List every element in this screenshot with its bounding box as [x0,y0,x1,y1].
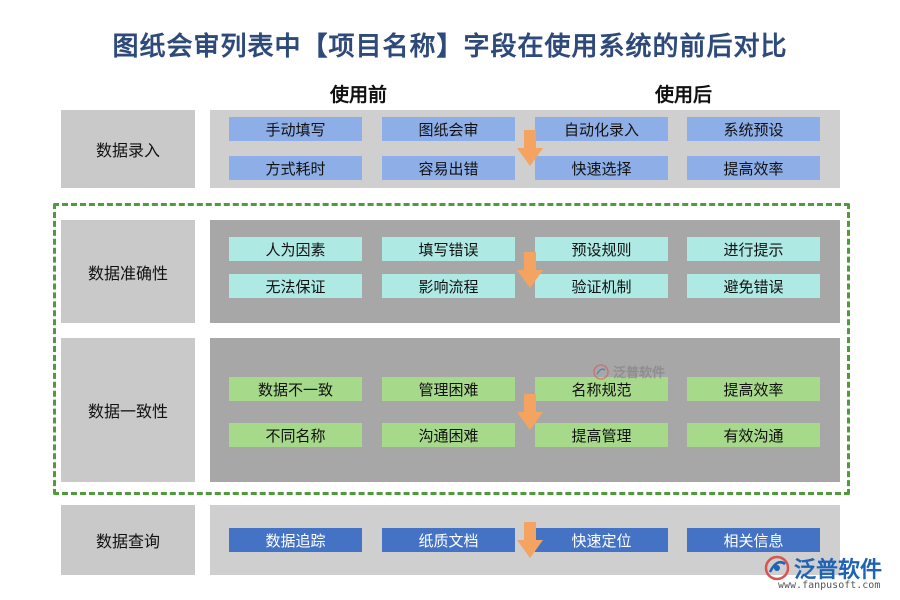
before-item: 人为因素 [229,237,362,261]
row-label-consistency: 数据一致性 [61,338,195,482]
column-header-before: 使用前 [330,84,388,106]
before-item: 图纸会审 [382,117,515,141]
after-item: 预设规则 [535,237,668,261]
before-item: 数据不一致 [229,377,362,401]
after-item: 提高效率 [687,377,820,401]
logo-name: 泛普软件 [794,558,883,583]
after-item: 名称规范 [535,377,668,401]
watermark: 泛普软件 [593,362,665,381]
row-panel-accuracy: 人为因素 填写错误 无法保证 影响流程 预设规则 进行提示 验证机制 避免错误 [210,220,840,323]
row-panel-consistency: 数据不一致 管理困难 不同名称 沟通困难 名称规范 提高效率 提高管理 有效沟通 [210,338,840,482]
after-item: 进行提示 [687,237,820,261]
after-item: 自动化录入 [535,117,668,141]
down-arrow-icon [517,130,543,166]
after-item: 提高效率 [687,156,820,180]
after-item: 快速定位 [535,528,668,552]
row-panel-query: 数据追踪 纸质文档 快速定位 相关信息 [210,505,840,575]
fanpu-watermark-icon [593,363,609,380]
after-item: 快速选择 [535,156,668,180]
after-item: 系统预设 [687,117,820,141]
down-arrow-icon [517,252,543,288]
fanpu-logo-icon [764,555,790,581]
row-label-data-entry: 数据录入 [61,110,195,188]
before-item: 容易出错 [382,156,515,180]
after-item: 避免错误 [687,274,820,298]
before-item: 填写错误 [382,237,515,261]
before-item: 影响流程 [382,274,515,298]
logo-url: www.fanpusoft.com [778,580,881,591]
after-item: 验证机制 [535,274,668,298]
before-item: 手动填写 [229,117,362,141]
row-panel-data-entry: 手动填写 图纸会审 方式耗时 容易出错 自动化录入 系统预设 快速选择 提高效率 [210,110,840,188]
row-label-accuracy: 数据准确性 [61,220,195,323]
after-item: 提高管理 [535,423,668,447]
column-header-after: 使用后 [655,84,713,106]
before-item: 纸质文档 [382,528,515,552]
before-item: 方式耗时 [229,156,362,180]
after-item: 有效沟通 [687,423,820,447]
down-arrow-icon [517,394,543,430]
before-item: 管理困难 [382,377,515,401]
before-item: 沟通困难 [382,423,515,447]
highlight-dashed-frame [53,203,850,495]
watermark-text: 泛普软件 [613,366,666,381]
row-label-query: 数据查询 [61,505,195,575]
before-item: 无法保证 [229,274,362,298]
before-item: 不同名称 [229,423,362,447]
down-arrow-icon [517,522,543,558]
diagram-title: 图纸会审列表中【项目名称】字段在使用系统的前后对比 [112,32,788,62]
brand-logo: 泛普软件 [764,552,882,584]
after-item: 相关信息 [687,528,820,552]
before-item: 数据追踪 [229,528,362,552]
